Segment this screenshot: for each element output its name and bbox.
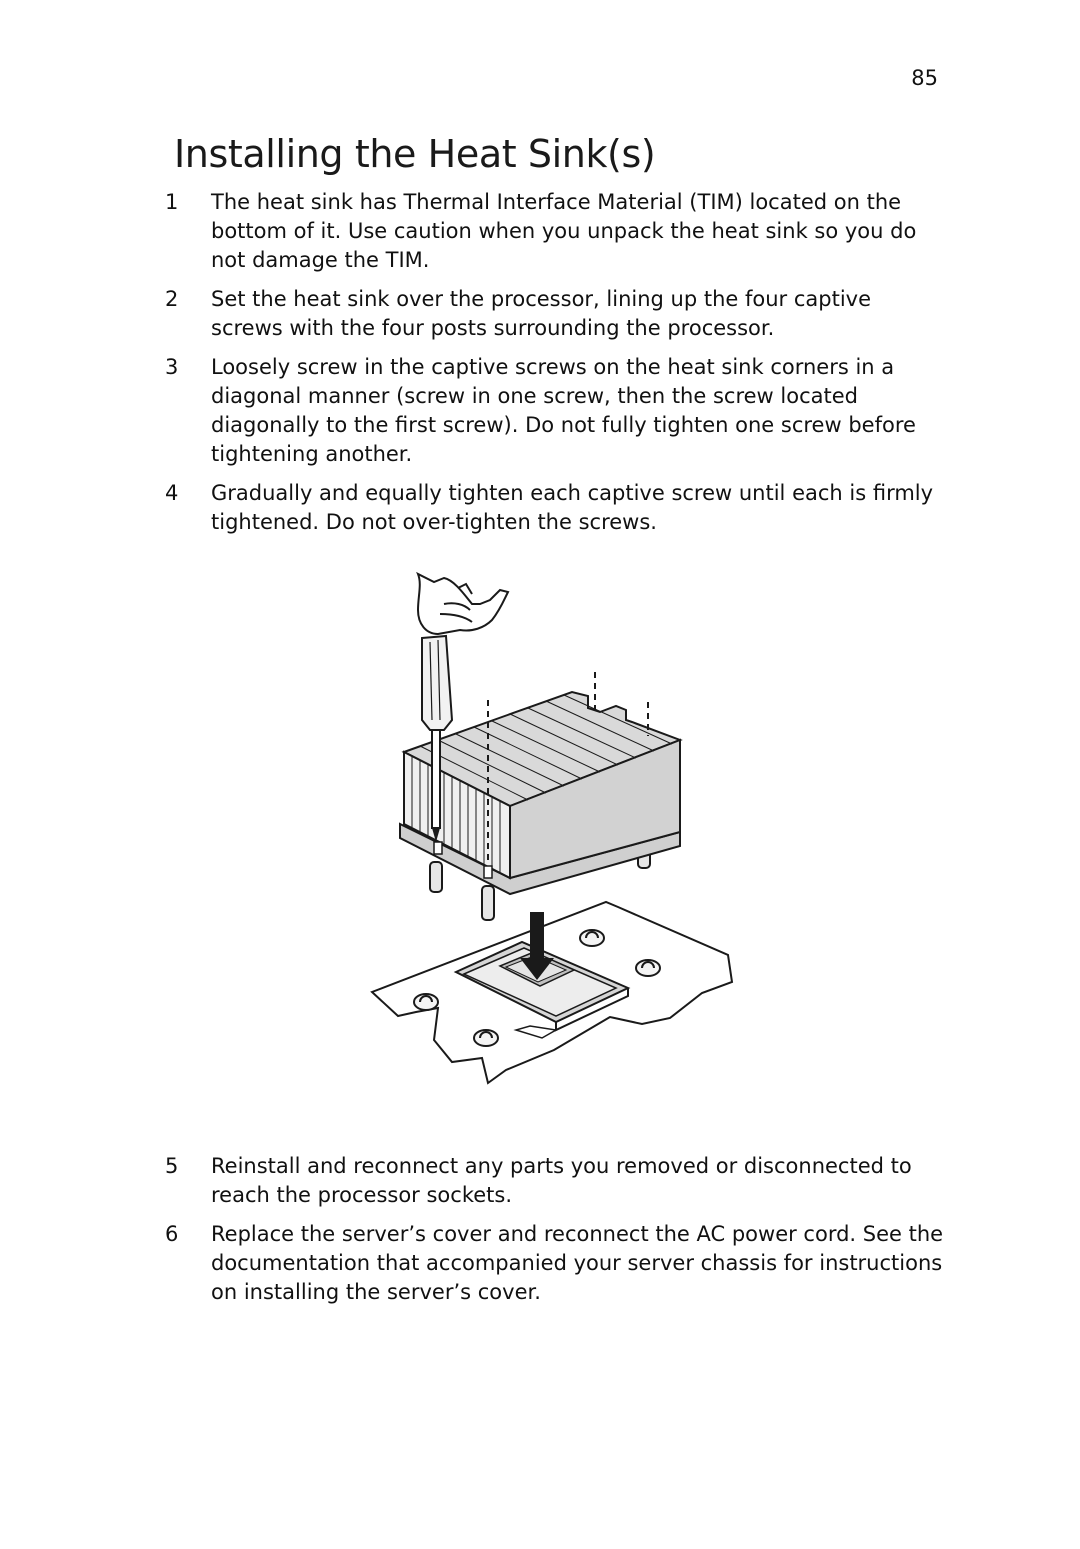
step-number: 1 bbox=[165, 190, 179, 214]
step-text: The heat sink has Thermal Interface Mate… bbox=[211, 190, 917, 272]
step-item: 6 Replace the server’s cover and reconne… bbox=[165, 1220, 945, 1307]
down-arrow-icon bbox=[520, 912, 554, 980]
heat-sink-top-fins bbox=[419, 694, 673, 801]
step-number: 3 bbox=[165, 355, 179, 379]
step-item: 4 Gradually and equally tighten each cap… bbox=[165, 479, 945, 537]
heat-sink-illustration bbox=[370, 571, 734, 1085]
screwdriver-icon bbox=[421, 634, 454, 842]
heat-sink-fins bbox=[411, 756, 501, 872]
step-text: Set the heat sink over the processor, li… bbox=[211, 287, 872, 340]
step-item: 1 The heat sink has Thermal Interface Ma… bbox=[165, 188, 945, 275]
step-item: 3 Loosely screw in the captive screws on… bbox=[165, 353, 945, 469]
processor-socket-icon bbox=[453, 940, 631, 1039]
page-title: Installing the Heat Sink(s) bbox=[174, 132, 656, 176]
step-text: Reinstall and reconnect any parts you re… bbox=[211, 1154, 912, 1207]
steps-list-after: 5 Reinstall and reconnect any parts you … bbox=[165, 1152, 945, 1317]
step-number: 6 bbox=[165, 1222, 179, 1246]
step-item: 5 Reinstall and reconnect any parts you … bbox=[165, 1152, 945, 1210]
step-text: Gradually and equally tighten each capti… bbox=[211, 481, 934, 534]
heat-sink-icon bbox=[399, 672, 683, 896]
step-number: 5 bbox=[165, 1154, 179, 1178]
steps-list-before: 1 The heat sink has Thermal Interface Ma… bbox=[165, 188, 945, 547]
step-item: 2 Set the heat sink over the processor, … bbox=[165, 285, 945, 343]
step-text: Replace the server’s cover and reconnect… bbox=[211, 1222, 944, 1304]
step-text: Loosely screw in the captive screws on t… bbox=[211, 355, 916, 466]
hand-icon bbox=[416, 571, 510, 636]
step-number: 2 bbox=[165, 287, 179, 311]
heat-sink-installation-figure bbox=[360, 570, 740, 1090]
page-number: 85 bbox=[911, 66, 938, 90]
step-number: 4 bbox=[165, 481, 179, 505]
